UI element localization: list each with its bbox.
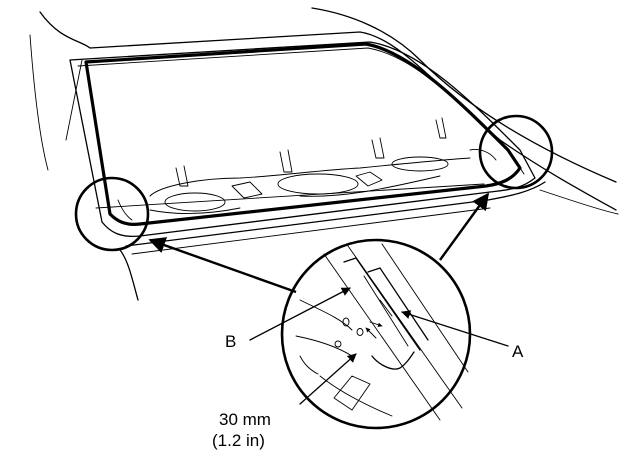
cowl-panel-details [117,117,497,221]
magnified-view [280,238,472,430]
callout-leader-dimension [299,353,357,405]
adhesive-bead [84,42,522,226]
leader-arrow-right [439,192,489,261]
detail-circle-right [478,114,554,190]
leader-arrow-left [148,237,297,294]
dimension-label-metric: 30 mm [219,410,271,429]
callout-leader-b [249,287,351,341]
callout-leader-a [401,310,509,347]
dimension-label-imperial: (1.2 in) [212,431,265,450]
windshield-frame [69,41,546,255]
callout-label-a: A [512,342,524,361]
callout-label-b: B [225,332,237,351]
detail-circle-left [74,176,150,252]
